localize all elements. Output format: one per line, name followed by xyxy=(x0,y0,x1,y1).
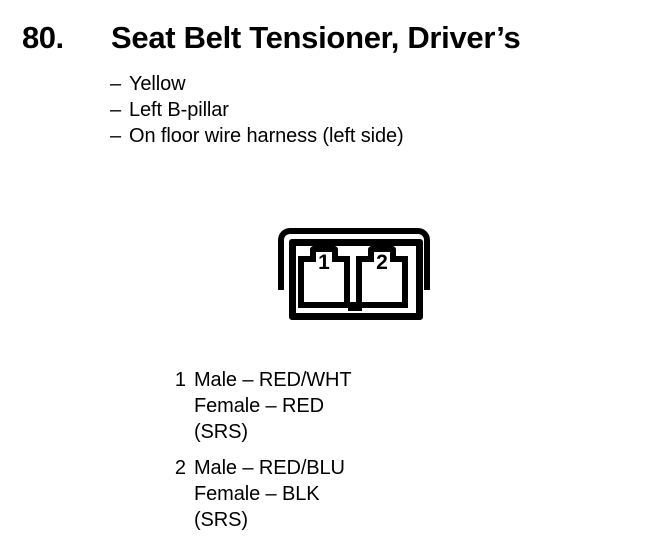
attribute-list: –Yellow –Left B-pillar –On floor wire ha… xyxy=(110,71,570,149)
pin-number: 1 xyxy=(174,369,186,391)
attribute-label: On floor wire harness (left side) xyxy=(129,125,404,147)
pin-line-note: (SRS) xyxy=(194,509,248,531)
attribute-item: –Left B-pillar xyxy=(110,97,570,123)
page-title: Seat Belt Tensioner, Driver’s xyxy=(111,20,521,55)
connector-cavity-group xyxy=(298,246,414,311)
pin-line-female: Female – RED xyxy=(194,395,324,417)
dash-bullet-icon: – xyxy=(110,99,122,121)
page-header: 80. Seat Belt Tensioner, Driver’s xyxy=(0,18,672,64)
pin-entry: 1 Male – RED/WHT Female – RED (SRS) xyxy=(168,367,568,445)
cavity-notch-join-1 xyxy=(316,255,332,264)
pin-line-note: (SRS) xyxy=(194,421,248,443)
dash-bullet-icon: – xyxy=(110,125,122,147)
pin-line-female: Female – BLK xyxy=(194,483,320,505)
connector-shell xyxy=(278,228,430,290)
pin-detail-lines: Male – RED/BLU Female – BLK (SRS) xyxy=(194,455,568,533)
cavity-number-2: 2 xyxy=(376,251,388,274)
attribute-label: Left B-pillar xyxy=(129,99,229,121)
pin-entry: 2 Male – RED/BLU Female – BLK (SRS) xyxy=(168,455,568,533)
pin-legend: 1 Male – RED/WHT Female – RED (SRS) 2 Ma… xyxy=(168,367,568,543)
pin-line-male: Male – RED/BLU xyxy=(194,457,345,479)
attribute-label: Yellow xyxy=(129,73,186,95)
dash-bullet-icon: – xyxy=(110,73,122,95)
pin-detail-lines: Male – RED/WHT Female – RED (SRS) xyxy=(194,367,568,445)
connector-bottom-keying-bump xyxy=(348,302,362,311)
attribute-item: –Yellow xyxy=(110,71,570,97)
cavity-number-1: 1 xyxy=(318,251,330,274)
item-number: 80. xyxy=(22,20,64,55)
cavity-notch-join-2 xyxy=(374,255,390,264)
pin-line-male: Male – RED/WHT xyxy=(194,369,352,391)
connector-diagram: 1 2 xyxy=(278,228,438,324)
pin-number: 2 xyxy=(174,457,186,479)
attribute-item: –On floor wire harness (left side) xyxy=(110,123,570,149)
